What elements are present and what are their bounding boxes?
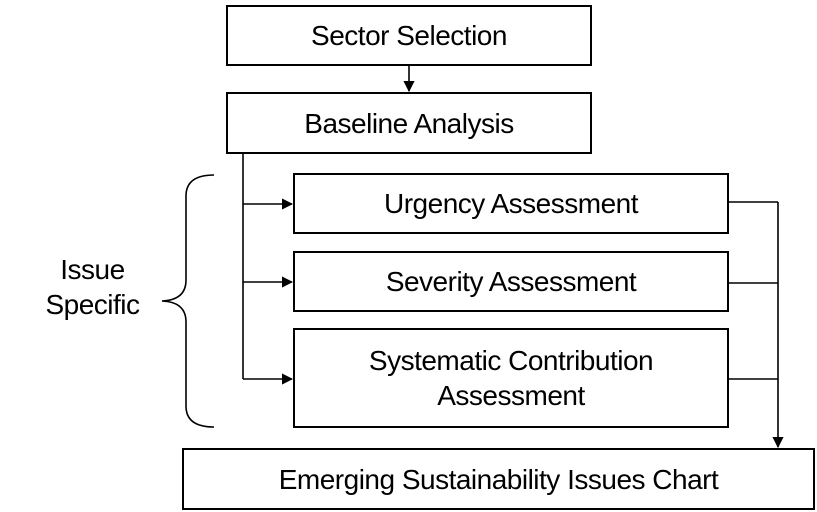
baseline-analysis-node: Baseline Analysis (226, 92, 592, 154)
systematic-contribution-assessment-text: Systematic Contribution Assessment (368, 343, 654, 413)
urgency-assessment-node: Urgency Assessment (293, 173, 729, 234)
severity-assessment-node: Severity Assessment (293, 251, 729, 312)
systematic-contribution-label-line-1: Systematic Contribution (368, 345, 654, 376)
systematic-contribution-label-line-2: Assessment (437, 380, 585, 411)
issue-specific-label-line-2: Specific (45, 289, 140, 320)
issue-specific-label-line-1: Issue (60, 254, 125, 285)
emerging-sustainability-issues-chart-node: Emerging Sustainability Issues Chart (182, 448, 815, 510)
urgency-assessment-label: Urgency Assessment (384, 188, 639, 219)
systematic-contribution-assessment-node: Systematic Contribution Assessment (293, 328, 729, 428)
emerging-sustainability-issues-chart-label: Emerging Sustainability Issues Chart (278, 463, 719, 495)
sector-selection-label: Sector Selection (311, 20, 507, 51)
baseline-analysis-label: Baseline Analysis (304, 107, 514, 139)
severity-assessment-label: Severity Assessment (385, 266, 637, 297)
sector-selection-node: Sector Selection (226, 5, 592, 66)
issue-specific-brace (161, 174, 215, 428)
issue-specific-label: Issue Specific (30, 252, 155, 322)
